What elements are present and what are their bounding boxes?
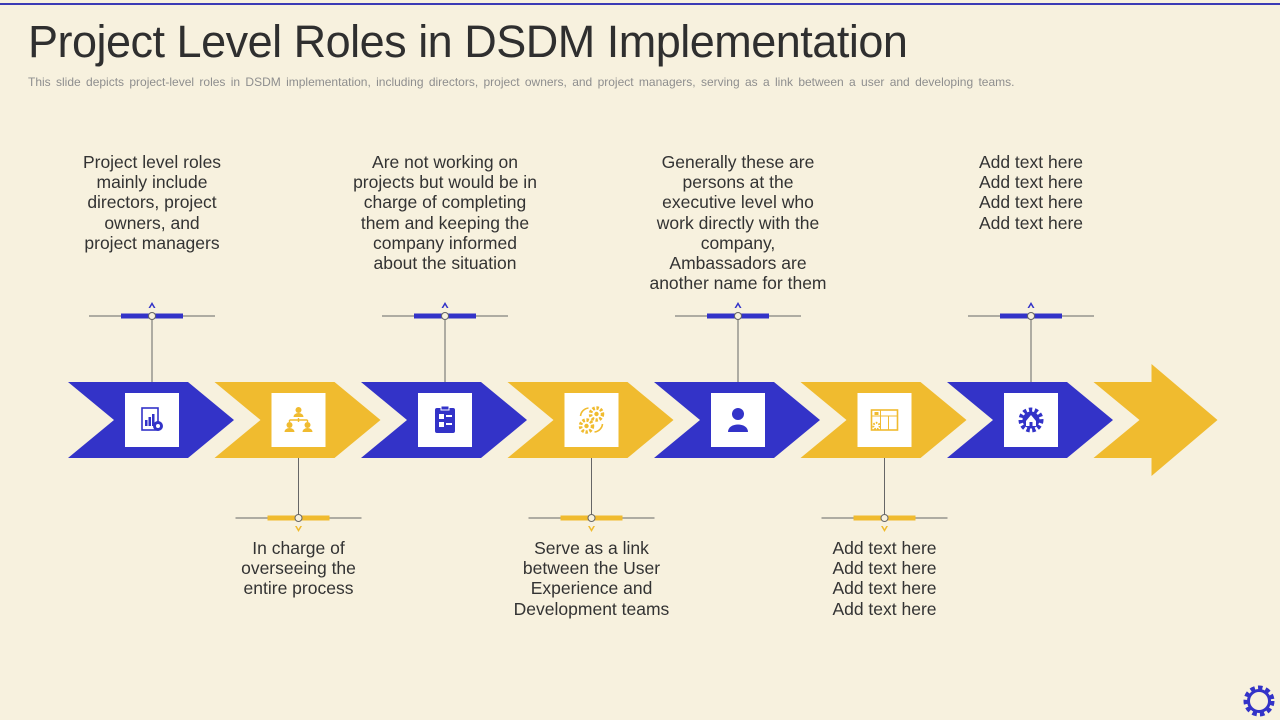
step-text-line: Add text here: [832, 558, 937, 579]
step-text-line: between the User: [522, 558, 661, 579]
step-text-line: Generally these are: [661, 152, 815, 172]
step-text-line: project managers: [84, 232, 220, 253]
connector-2: [235, 458, 362, 532]
step-text-line: Are not working on: [372, 152, 518, 172]
step-text-line: overseeing the: [241, 558, 356, 579]
step-text-line: Add text here: [978, 192, 1084, 213]
step-text-line: Project level roles: [82, 152, 222, 172]
connector-7: [968, 302, 1094, 382]
connector-5: [675, 302, 801, 382]
step-text-line: another name for them: [649, 273, 827, 294]
icon-box-4: [564, 393, 619, 447]
step-text-line: Ambassadors are: [669, 253, 807, 274]
step-text-line: Add text here: [978, 172, 1084, 193]
page-subtitle: This slide depicts project-level roles i…: [28, 75, 1015, 89]
step-text-line: company,: [700, 232, 776, 253]
step-text-line: entire process: [243, 578, 354, 599]
step-text-line: persons at the: [682, 172, 794, 193]
step-text-line: projects but would be in: [353, 172, 537, 193]
step-text-line: mainly include: [96, 172, 208, 193]
top-accent-line: [0, 3, 1280, 5]
step-text-line: directors, project: [87, 192, 217, 213]
step-text-line: In charge of: [252, 538, 345, 558]
step-text-line: work directly with the: [656, 212, 820, 233]
step-text-line: executive level who: [662, 192, 814, 213]
step-text-line: Add text here: [978, 152, 1084, 172]
page-title: Project Level Roles in DSDM Implementati…: [28, 16, 908, 67]
clipboard-icon: [434, 405, 456, 434]
connector-3: [382, 302, 508, 382]
step-text-line: about the situation: [373, 253, 517, 274]
icon-box-6: [857, 393, 912, 447]
connector-1: [89, 302, 215, 382]
connector-6: [821, 458, 948, 532]
step-text-line: charge of completing: [363, 192, 527, 213]
step-text-line: Add text here: [832, 578, 937, 599]
step-text-line: owners, and: [104, 212, 200, 233]
final-arrowhead: [1093, 364, 1218, 476]
step-text-line: company informed: [373, 232, 517, 253]
step-text-line: Serve as a link: [534, 538, 649, 558]
connector-4: [528, 458, 655, 532]
step-text-line: Add text here: [832, 538, 937, 558]
step-text-line: Add text here: [832, 598, 937, 619]
step-text-line: Add text here: [978, 212, 1084, 233]
step-text-line: Experience and: [530, 578, 653, 599]
step-text-line: them and keeping the: [360, 212, 530, 233]
step-text-line: Development teams: [513, 598, 670, 619]
settings-gear-icon[interactable]: [1242, 684, 1276, 718]
